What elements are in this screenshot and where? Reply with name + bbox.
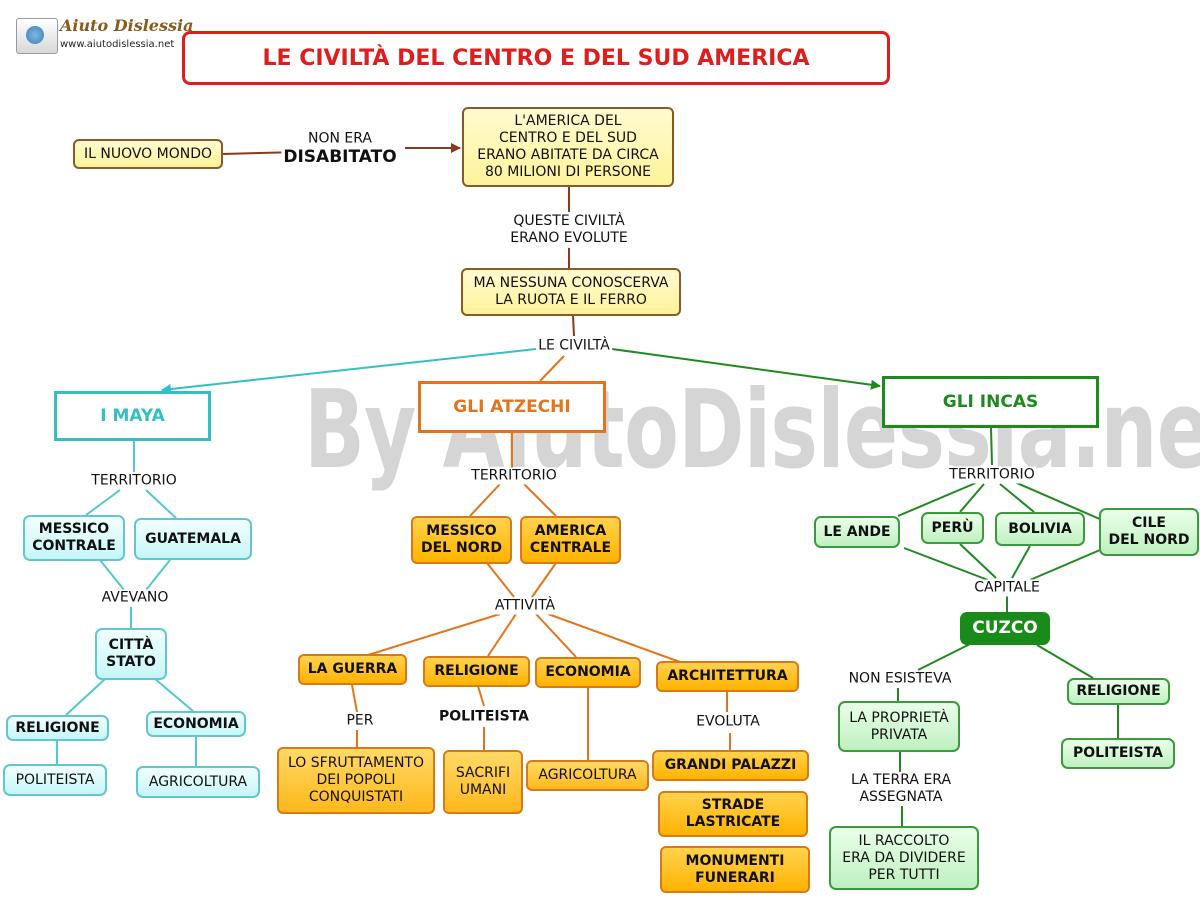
atzechi-label-politeista: POLITEISTA bbox=[437, 708, 531, 726]
atzechi-label-per: PER bbox=[344, 712, 376, 730]
maya-node-economia: ECONOMIA bbox=[146, 711, 246, 737]
node-ruota-ferro: MA NESSUNA CONOSCERVA LA RUOTA E IL FERR… bbox=[461, 268, 681, 316]
logo-name: Aiuto Dislessia bbox=[60, 16, 194, 35]
logo: Aiuto Dislessia www.aiutodislessia.net bbox=[14, 14, 193, 56]
incas-label-non-esisteva: NON ESISTEVA bbox=[846, 670, 954, 688]
atzechi-node-america: AMERICA CENTRALE bbox=[520, 516, 621, 564]
atzechi-label-evoluta: EVOLUTA bbox=[694, 713, 762, 731]
incas-node-raccolto: IL RACCOLTO ERA DA DIVIDERE PER TUTTI bbox=[829, 826, 979, 890]
atzechi-node-palazzi: GRANDI PALAZZI bbox=[652, 750, 809, 781]
atzechi-label-attivita: ATTIVITÀ bbox=[492, 597, 558, 615]
incas-node-politeista: POLITEISTA bbox=[1061, 738, 1175, 769]
incas-node-cuzco: CUZCO bbox=[960, 612, 1050, 645]
maya-node-agricoltura: AGRICOLTURA bbox=[136, 766, 260, 798]
atzechi-node-messico: MESSICO DEL NORD bbox=[411, 516, 512, 564]
node-atzechi: GLI ATZECHI bbox=[418, 381, 606, 433]
page-title: LE CIVILTÀ DEL CENTRO E DEL SUD AMERICA bbox=[182, 31, 890, 85]
label-non-era: NON ERA bbox=[306, 130, 374, 148]
incas-node-peru: PERÙ bbox=[921, 512, 984, 544]
node-america-abitata: L'AMERICA DEL CENTRO E DEL SUD ERANO ABI… bbox=[462, 107, 674, 187]
maya-label-avevano: AVEVANO bbox=[99, 589, 171, 607]
incas-node-bolivia: BOLIVIA bbox=[995, 512, 1085, 546]
maya-node-politeista: POLITEISTA bbox=[3, 764, 107, 796]
logo-url: www.aiutodislessia.net bbox=[60, 39, 175, 50]
atzechi-node-agricoltura: AGRICOLTURA bbox=[526, 760, 649, 791]
atzechi-node-monumenti: MONUMENTI FUNERARI bbox=[660, 846, 810, 893]
maya-node-messico: MESSICO CONTRALE bbox=[23, 515, 125, 561]
maya-label-territorio: TERRITORIO bbox=[89, 472, 179, 490]
incas-node-ande: LE ANDE bbox=[814, 516, 900, 548]
maya-node-religione: RELIGIONE bbox=[6, 715, 109, 741]
node-nuovo-mondo: IL NUOVO MONDO bbox=[73, 139, 223, 169]
atzechi-node-sacrifici: SACRIFI UMANI bbox=[443, 750, 523, 814]
maya-node-guatemala: GUATEMALA bbox=[134, 518, 252, 560]
atzechi-node-religione: RELIGIONE bbox=[423, 656, 530, 687]
incas-label-territorio: TERRITORIO bbox=[947, 466, 1037, 484]
atzechi-node-economia: ECONOMIA bbox=[535, 657, 641, 688]
maya-node-citta-stato: CITTÀ STATO bbox=[95, 628, 167, 680]
incas-label-capitale: CAPITALE bbox=[972, 579, 1042, 597]
incas-node-proprieta: LA PROPRIETÀ PRIVATA bbox=[838, 701, 960, 752]
atzechi-node-strade: STRADE LASTRICATE bbox=[658, 791, 808, 837]
atzechi-node-guerra: LA GUERRA bbox=[298, 654, 407, 685]
label-civilta-evolute: QUESTE CIVILTÀ ERANO EVOLUTE bbox=[508, 213, 630, 247]
incas-label-terra-assegnata: LA TERRA ERA ASSEGNATA bbox=[848, 772, 954, 806]
incas-node-cile: CILE DEL NORD bbox=[1099, 508, 1199, 556]
node-incas: GLI INCAS bbox=[882, 376, 1099, 428]
incas-node-religione: RELIGIONE bbox=[1067, 678, 1170, 705]
atzechi-node-architettura: ARCHITETTURA bbox=[656, 661, 799, 692]
atzechi-label-territorio: TERRITORIO bbox=[469, 467, 559, 485]
logo-book-icon bbox=[16, 18, 58, 54]
label-le-civilta: LE CIVILTÀ bbox=[536, 337, 612, 355]
atzechi-node-sfruttamento: LO SFRUTTAMENTO DEI POPOLI CONQUISTATI bbox=[277, 747, 435, 814]
label-disabitato: DISABITATO bbox=[281, 147, 399, 167]
node-maya: I MAYA bbox=[54, 391, 211, 441]
